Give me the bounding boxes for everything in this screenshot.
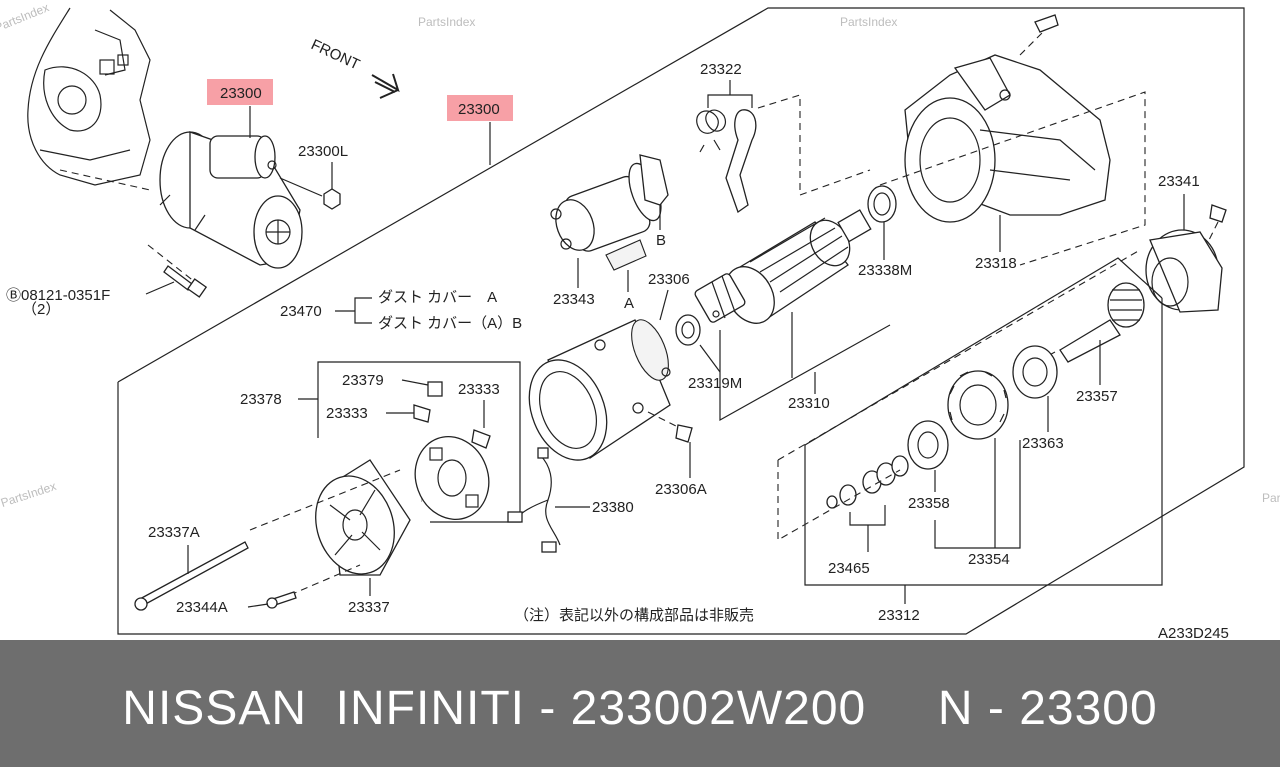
parts-diagram: PartsIndex PartsIndex PartsIndex PartsIn… [0, 0, 1280, 640]
part-label-23344A[interactable]: 23344A [176, 599, 228, 616]
part-label-23318[interactable]: 23318 [975, 255, 1017, 272]
part-label-23470[interactable]: 23470 [280, 303, 322, 320]
starter-motor-assembled [159, 131, 303, 269]
marker-a: A [624, 295, 634, 312]
footer-title: NISSAN INFINITI - 233002W200 N - 23300 [122, 682, 1158, 735]
bearing [907, 420, 949, 470]
part-label-23341[interactable]: 23341 [1158, 173, 1200, 190]
wire-harness [507, 447, 561, 553]
front-bracket [1145, 229, 1223, 313]
nut-icon [323, 188, 341, 210]
part-label-23306[interactable]: 23306 [648, 271, 690, 288]
part-label-23300L[interactable]: 23300L [298, 143, 348, 160]
armature [694, 209, 872, 324]
part-label-23379[interactable]: 23379 [342, 372, 384, 389]
screw-icon [1034, 14, 1059, 33]
bolt-quantity: （2） [22, 301, 60, 318]
part-label-23306A[interactable]: 23306A [655, 481, 707, 498]
lever [725, 109, 757, 214]
part-label-23312[interactable]: 23312 [878, 607, 920, 624]
watermark: PartsIndex [0, 479, 58, 510]
part-label-23300-assembly[interactable]: 23300 [458, 101, 500, 118]
part-label-23322[interactable]: 23322 [700, 61, 742, 78]
dust-cover-ab: ダスト カバー（A）B [378, 315, 522, 332]
part-label-23338M[interactable]: 23338M [858, 262, 912, 279]
part-label-23465[interactable]: 23465 [828, 560, 870, 577]
part-label-23358[interactable]: 23358 [908, 495, 950, 512]
part-label-23310[interactable]: 23310 [788, 395, 830, 412]
yoke [528, 319, 671, 461]
brush [413, 404, 431, 423]
marker-b: B [656, 232, 666, 249]
brush-spring [427, 381, 443, 397]
part-label-23333-left[interactable]: 23333 [326, 405, 368, 422]
group-bracket [804, 298, 1163, 586]
bearing [867, 185, 897, 223]
bearing [675, 314, 701, 346]
highlight-box [447, 95, 513, 121]
part-label-23319M[interactable]: 23319M [688, 375, 742, 392]
part-label-23363[interactable]: 23363 [1022, 435, 1064, 452]
brush-holder [414, 436, 490, 520]
part-label-23380[interactable]: 23380 [592, 499, 634, 516]
dust-cover-a: ダスト カバー A [378, 289, 497, 306]
screw-icon [675, 424, 693, 443]
through-bolt [137, 541, 249, 607]
part-label-23337A[interactable]: 23337A [148, 524, 200, 541]
part-label-23357[interactable]: 23357 [1076, 388, 1118, 405]
part-label-23300[interactable]: 23300 [220, 85, 262, 102]
part-label-bolt[interactable]: Ⓑ08121-0351F [6, 287, 110, 304]
footer-bar: NISSAN INFINITI - 233002W200 N - 23300 [0, 640, 1280, 767]
part-label-23337[interactable]: 23337 [348, 599, 390, 616]
assembly-border [117, 7, 1245, 635]
part-label-23354[interactable]: 23354 [968, 551, 1010, 568]
note-text: （注）表記以外の構成部品は非販売 [514, 607, 754, 624]
front-label: FRONT [308, 36, 362, 73]
watermark: PartsIndex [1262, 491, 1280, 505]
part-label-23378[interactable]: 23378 [240, 391, 282, 408]
bearing [1012, 345, 1058, 399]
spring-set [826, 455, 909, 509]
watermark: PartsIndex [0, 0, 51, 34]
bolt-icon [147, 244, 208, 298]
solenoid [550, 154, 669, 271]
overrunning-clutch [947, 370, 1009, 440]
diagram-code: A233D245 [1158, 625, 1229, 640]
engine-block [27, 7, 151, 191]
rear-cover [315, 459, 411, 576]
pinion-shaft [1059, 282, 1145, 363]
group-bracket [317, 361, 521, 523]
highlight-box [207, 79, 273, 105]
brush [471, 429, 491, 449]
spring-clip [696, 109, 726, 153]
gear-housing [904, 14, 1111, 223]
part-label-23333-right[interactable]: 23333 [458, 381, 500, 398]
watermark: PartsIndex [418, 15, 475, 29]
screw-icon [1209, 204, 1227, 223]
watermark: PartsIndex [840, 15, 897, 29]
part-label-23343[interactable]: 23343 [553, 291, 595, 308]
